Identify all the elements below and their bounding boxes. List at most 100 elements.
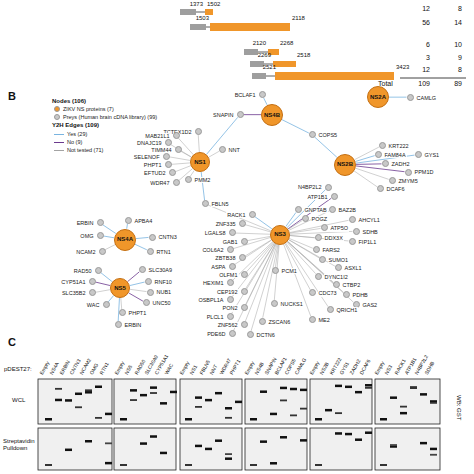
prey-node: WDR47 — [173, 179, 180, 186]
prey-label: ME2 — [318, 317, 331, 323]
virus-protein-node: NS1 — [190, 152, 210, 172]
blot-band — [260, 440, 267, 443]
prey-label: HEXIM1 — [202, 280, 224, 286]
figure-label: 14 — [454, 19, 462, 27]
interaction-edge — [315, 137, 337, 157]
prey-node: PMM2 — [185, 176, 192, 183]
prey-label: N4BP2L2 — [297, 184, 323, 190]
figure-label: 8 — [458, 5, 462, 13]
prey-label: ASPA — [210, 264, 226, 270]
interaction-edge — [290, 228, 321, 233]
prey-node: SLC35B2 — [89, 289, 96, 296]
prey-node: PON2 — [241, 304, 248, 311]
prey-node: CEP192 — [241, 288, 248, 295]
prey-node: NNT — [219, 146, 226, 153]
interaction-edge — [169, 157, 190, 161]
prey-node: WAC — [103, 301, 110, 308]
blot-band — [215, 439, 222, 442]
lane-label: NS3 — [384, 365, 394, 376]
prey-node: BCLAF1 — [259, 91, 266, 98]
blot-band — [390, 444, 397, 446]
prey-label: DDX3X — [324, 235, 344, 241]
prey-label: SELENOF — [133, 154, 161, 160]
prey-label: EFTUD2 — [143, 170, 166, 176]
prey-node: LGALS8 — [229, 229, 236, 236]
blot-band — [195, 396, 202, 399]
interaction-edge — [245, 240, 271, 256]
blot-band — [250, 418, 257, 421]
protein-label: NS2B — [337, 161, 353, 167]
legend-swatch — [54, 106, 60, 112]
prey-label: SUMO1 — [328, 257, 350, 263]
prey-node: RACK1 — [249, 211, 256, 218]
figure-label: 3423 — [396, 64, 409, 71]
prey-node: PDE6D — [229, 330, 236, 337]
blot-band — [75, 393, 82, 396]
figure-label: 9 — [458, 54, 462, 62]
blot-band — [345, 433, 352, 436]
prey-node: NCAM2 — [99, 248, 106, 255]
prey-label: CAMLG — [416, 95, 438, 101]
blot-band — [430, 402, 437, 404]
prey-label: NUB1 — [156, 289, 173, 295]
blot-band — [105, 442, 112, 444]
protein-label: NS1 — [194, 159, 206, 165]
figure-label: B — [8, 90, 16, 103]
prey-label: WAC — [86, 302, 101, 308]
interaction-edge — [355, 168, 388, 179]
lane-label: WAC — [164, 363, 175, 376]
blot-band — [95, 386, 102, 389]
prey-node: COL6A2 — [227, 246, 234, 253]
figure-label: 6 — [426, 41, 430, 49]
prey-node: PHPT1 — [165, 161, 172, 168]
interaction-edge — [103, 225, 116, 234]
blot-band — [170, 391, 177, 394]
blot-band — [410, 387, 417, 389]
blot-band — [365, 384, 372, 387]
prey-label: PPM1D — [414, 169, 435, 175]
blot-panel — [114, 379, 176, 424]
blot-band — [420, 442, 427, 445]
blot-panel — [180, 379, 242, 424]
prey-node: ASPA — [229, 263, 236, 270]
blot-band — [105, 413, 112, 416]
interaction-edge — [171, 163, 190, 164]
lane-label: OMG — [89, 363, 100, 376]
blot-band — [365, 431, 372, 434]
prey-label: ATP1B1 — [306, 194, 328, 200]
blot-band — [140, 394, 147, 397]
blot-band — [235, 401, 242, 404]
blot-band — [225, 417, 232, 419]
blot-band — [335, 412, 342, 414]
prey-label: PMM2 — [194, 177, 212, 183]
legend-text: No (9) — [67, 139, 82, 146]
blot-band — [280, 436, 287, 439]
prey-label: SDHB — [362, 229, 379, 235]
blot-band — [45, 418, 52, 421]
figure-label: C — [8, 336, 16, 349]
legend-line-sample — [54, 134, 64, 135]
prey-label: ZMYM5 — [398, 178, 419, 184]
lane-label: Empty — [179, 361, 191, 376]
figure-label: 89 — [454, 80, 462, 88]
prey-label: DCAF6 — [386, 186, 406, 192]
prey-label: NCAM2 — [75, 249, 96, 255]
interaction-edge — [389, 97, 407, 98]
blot-band — [105, 462, 112, 465]
figure-label: 2268 — [280, 40, 293, 47]
figure-label: 109 — [418, 80, 430, 88]
prey-label: TIMM44 — [150, 147, 172, 153]
prey-label: WDR47 — [149, 180, 170, 186]
prey-node: POGZ — [302, 215, 309, 222]
prey-node: ERBIN — [115, 321, 122, 328]
blot-band — [225, 407, 232, 410]
blot-band — [335, 432, 342, 435]
blot-band — [410, 386, 417, 389]
prey-label: COL6A2 — [201, 247, 224, 253]
blot-band — [270, 462, 277, 465]
blot-band — [225, 453, 232, 455]
prey-label: OSBPL1A — [197, 297, 224, 303]
legend-item: Not tested (71) — [54, 147, 103, 154]
